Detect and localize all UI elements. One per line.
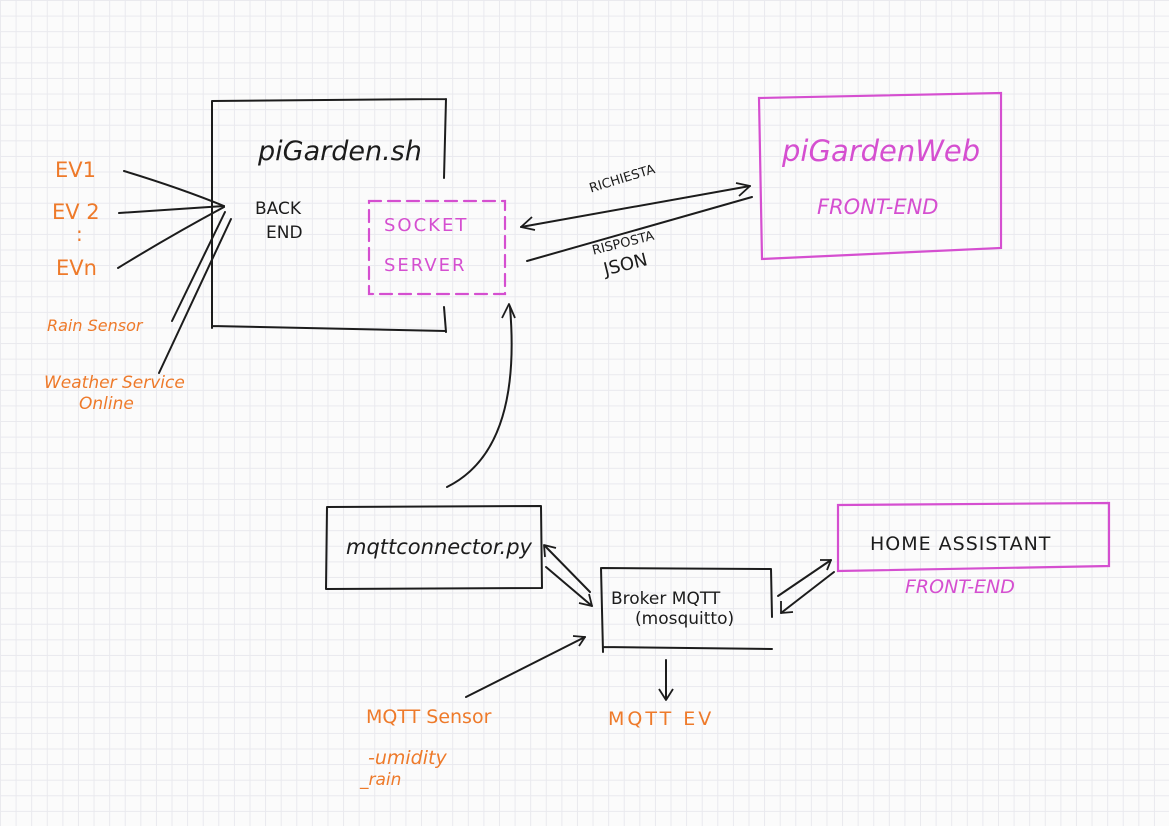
home-assistant-title: HOME ASSISTANT — [870, 533, 1052, 555]
response-arrow — [526, 196, 753, 262]
broker-label-line1: Broker MQTT — [611, 589, 721, 609]
input-ev1: EV1 — [55, 158, 96, 182]
input-weather-line2: Online — [79, 394, 134, 414]
request-arrowhead — [735, 182, 751, 197]
socket-arrowhead-left — [520, 216, 536, 231]
input-rain-sensor: Rain Sensor — [47, 316, 143, 335]
mqtt-sensor-title: MQTT Sensor — [366, 706, 492, 728]
ev1-line — [123, 170, 225, 207]
home-assistant-subtitle: FRONT-END — [905, 576, 1015, 598]
broker-box — [600, 567, 773, 653]
broker-ha-line2 — [780, 571, 835, 614]
backend-label-line1: BACK — [255, 199, 302, 219]
broker-ha-line1 — [777, 559, 832, 597]
broker-arrowhead-left — [578, 593, 593, 607]
sensor-arrowhead — [572, 635, 586, 647]
frontend-title: piGardenWeb — [782, 134, 981, 168]
socket-label-line1: SOCKET — [384, 215, 469, 236]
mqtt-ev-output: MQTT EV — [608, 708, 715, 730]
ha-arrowhead — [820, 559, 832, 571]
socket-server-box — [367, 199, 507, 296]
connector-to-socket-arrow — [446, 306, 513, 488]
backend-label-line2: END — [266, 223, 303, 243]
connector-broker-line2 — [545, 566, 593, 607]
connector-arrowhead — [543, 544, 557, 558]
input-ev2: EV 2 — [52, 200, 100, 224]
connector-broker-line1 — [544, 545, 591, 593]
input-evn: EVn — [56, 256, 97, 280]
weather-line — [158, 218, 232, 374]
frontend-box — [757, 91, 1003, 261]
frontend-subtitle: FRONT-END — [817, 195, 939, 219]
connector-label: mqttconnector.py — [346, 535, 532, 559]
mqtt-sensor-item2: _rain — [360, 770, 402, 790]
rain-sensor-line — [171, 211, 226, 322]
mqtt-sensor-item1: -umidity — [368, 747, 447, 769]
sensor-broker-line — [465, 636, 586, 698]
socket-label-line2: SERVER — [384, 255, 467, 276]
ev2-line — [118, 205, 225, 214]
broker-arrowhead-right — [780, 601, 794, 614]
request-arrow — [520, 185, 751, 228]
input-weather-line1: Weather Service — [44, 373, 185, 393]
ev-arrowhead — [658, 688, 674, 701]
socket-up-arrowhead — [501, 303, 516, 319]
input-dots: : — [76, 222, 83, 246]
broker-label-line2: (mosquitto) — [635, 609, 735, 629]
evn-line — [117, 206, 225, 269]
backend-title: piGarden.sh — [258, 136, 422, 167]
connector-box — [325, 505, 543, 590]
home-assistant-box — [836, 501, 1111, 573]
